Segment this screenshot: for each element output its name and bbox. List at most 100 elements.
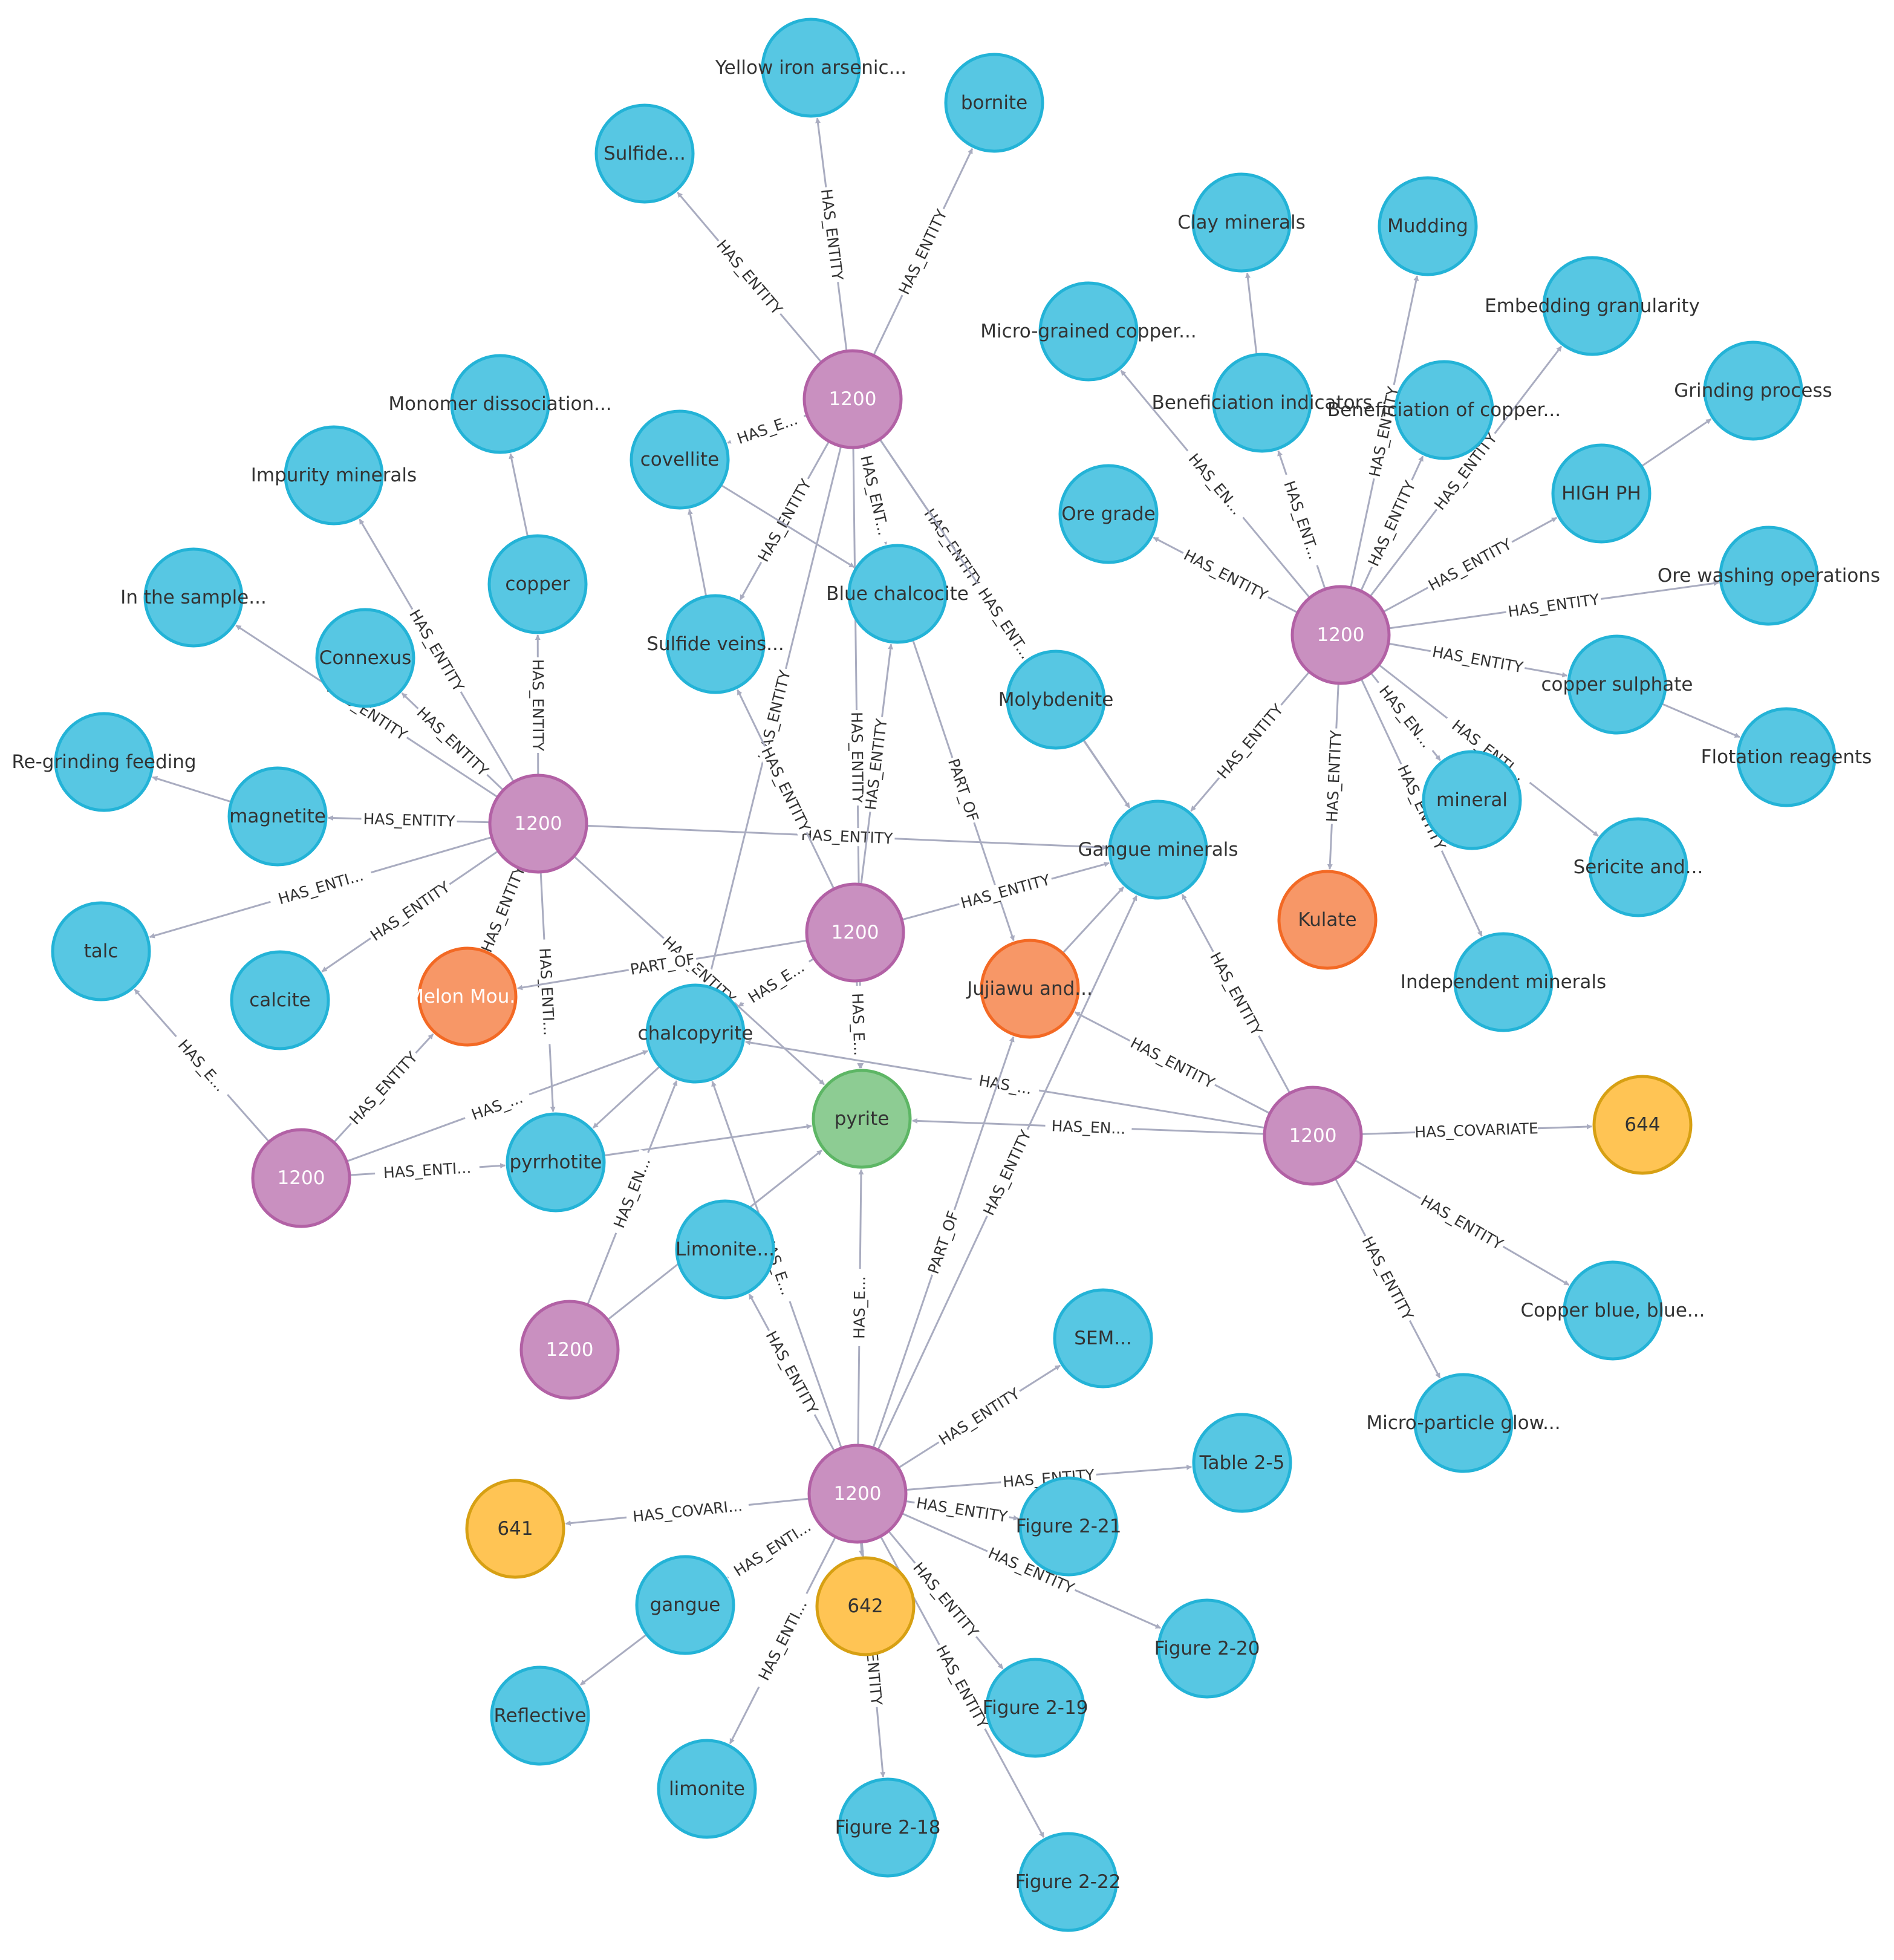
node-ore_grade[interactable]: Ore grade — [1058, 464, 1159, 564]
node-circle[interactable] — [1018, 1832, 1118, 1932]
node-circle[interactable] — [665, 594, 766, 694]
node-h_right2[interactable]: 1200 — [1263, 1086, 1363, 1186]
node-embedding[interactable]: Embedding granularity — [1485, 256, 1700, 356]
node-circle[interactable] — [1422, 750, 1522, 850]
node-circle[interactable] — [838, 1777, 938, 1878]
node-circle[interactable] — [1413, 1373, 1514, 1473]
node-n644[interactable]: 644 — [1592, 1075, 1693, 1175]
node-independent[interactable]: Independent minerals — [1401, 932, 1606, 1032]
node-gangue_minerals[interactable]: Gangue minerals — [1078, 799, 1238, 900]
node-circle[interactable] — [1703, 340, 1803, 441]
node-fig222[interactable]: Figure 2-22 — [1015, 1832, 1121, 1932]
node-fig221[interactable]: Figure 2-21 — [1016, 1476, 1122, 1577]
node-circle[interactable] — [1542, 256, 1642, 356]
node-copper_sulphate[interactable]: copper sulphate — [1541, 634, 1693, 735]
node-circle[interactable] — [815, 1556, 916, 1656]
node-n641[interactable]: 641 — [465, 1479, 565, 1579]
node-circle[interactable] — [657, 1739, 757, 1839]
node-circle[interactable] — [944, 53, 1044, 153]
node-reflective[interactable]: Reflective — [490, 1665, 590, 1766]
node-gangue[interactable]: gangue — [635, 1555, 735, 1655]
node-circle[interactable] — [980, 939, 1080, 1039]
node-circle[interactable] — [635, 1555, 735, 1655]
node-circle[interactable] — [1263, 1086, 1363, 1186]
node-circle[interactable] — [1006, 650, 1106, 750]
node-circle[interactable] — [594, 103, 695, 204]
node-circle[interactable] — [284, 425, 384, 526]
node-circle[interactable] — [805, 882, 905, 983]
node-regrinding[interactable]: Re-grinding feeding — [11, 712, 197, 812]
node-h_lc[interactable]: 1200 — [519, 1300, 620, 1400]
node-circle[interactable] — [1018, 1476, 1119, 1577]
node-pyrite[interactable]: pyrite — [812, 1069, 912, 1169]
node-n642[interactable]: 642 — [815, 1556, 916, 1656]
node-sericite[interactable]: Sericite and... — [1573, 817, 1704, 917]
node-circle[interactable] — [1108, 799, 1208, 900]
node-limonite_dots[interactable]: Limonite... — [675, 1199, 775, 1300]
node-circle[interactable] — [1394, 360, 1494, 460]
node-circle[interactable] — [54, 712, 154, 812]
node-micro_particle[interactable]: Micro-particle glow... — [1366, 1373, 1561, 1473]
node-benef_ind[interactable]: Beneficiation indicators — [1151, 353, 1373, 453]
node-melon[interactable]: Melon Mou... — [408, 946, 527, 1047]
node-molybdenite[interactable]: Molybdenite — [998, 650, 1114, 750]
node-jujiawu[interactable]: Jujiawu and... — [966, 939, 1093, 1039]
node-circle[interactable] — [1453, 932, 1554, 1032]
node-circle[interactable] — [985, 1658, 1085, 1758]
node-magnetite[interactable]: magnetite — [227, 766, 328, 867]
node-h_left[interactable]: 1200 — [488, 773, 588, 874]
node-circle[interactable] — [1192, 1413, 1292, 1513]
node-circle[interactable] — [1378, 176, 1478, 276]
node-copper_blue[interactable]: Copper blue, blue... — [1521, 1260, 1705, 1361]
node-circle[interactable] — [490, 1665, 590, 1766]
node-circle[interactable] — [675, 1199, 775, 1300]
node-copper[interactable]: copper — [487, 534, 588, 634]
node-circle[interactable] — [1038, 281, 1139, 382]
node-yellow_iron[interactable]: Yellow iron arsenic... — [715, 18, 906, 118]
node-circle[interactable] — [1551, 443, 1652, 544]
node-circle[interactable] — [450, 354, 550, 454]
node-circle[interactable] — [802, 349, 903, 449]
node-calcite[interactable]: calcite — [230, 950, 330, 1050]
node-circle[interactable] — [1592, 1075, 1693, 1175]
node-benef_copper[interactable]: Beneficiation of copper... — [1327, 360, 1561, 460]
node-circle[interactable] — [1191, 172, 1292, 273]
node-kulate[interactable]: Kulate — [1277, 870, 1378, 970]
node-h_bl[interactable]: 1200 — [251, 1128, 351, 1228]
node-circle[interactable] — [1290, 585, 1391, 685]
node-circle[interactable] — [1277, 870, 1378, 970]
node-circle[interactable] — [630, 409, 730, 510]
node-circle[interactable] — [1157, 1598, 1257, 1699]
node-circle[interactable] — [1058, 464, 1159, 564]
node-limonite[interactable]: limonite — [657, 1739, 757, 1839]
node-high_ph[interactable]: HIGH PH — [1551, 443, 1652, 544]
node-circle[interactable] — [227, 766, 328, 867]
node-circle[interactable] — [230, 950, 330, 1050]
node-circle[interactable] — [812, 1069, 912, 1169]
node-covellite[interactable]: covellite — [630, 409, 730, 510]
node-ore_washing[interactable]: Ore washing operations — [1658, 526, 1880, 626]
node-bornite[interactable]: bornite — [944, 53, 1044, 153]
node-circle[interactable] — [315, 608, 415, 708]
node-circle[interactable] — [645, 983, 746, 1084]
node-circle[interactable] — [1563, 1260, 1663, 1361]
node-circle[interactable] — [143, 547, 244, 648]
node-talc[interactable]: talc — [51, 901, 151, 1001]
node-chalcopyrite[interactable]: chalcopyrite — [638, 983, 753, 1084]
node-in_sample[interactable]: In the sample... — [120, 547, 267, 648]
node-circle[interactable] — [1053, 1288, 1153, 1389]
node-fig220[interactable]: Figure 2-20 — [1154, 1598, 1260, 1699]
node-pyrrhotite[interactable]: pyrrhotite — [506, 1112, 606, 1213]
node-sulfide_veins[interactable]: Sulfide veins... — [646, 594, 784, 694]
node-circle[interactable] — [251, 1128, 351, 1228]
node-mineral[interactable]: mineral — [1422, 750, 1522, 850]
node-blue_chalcocite[interactable]: Blue chalcocite — [826, 544, 969, 644]
node-fig219[interactable]: Figure 2-19 — [983, 1658, 1089, 1758]
node-circle[interactable] — [506, 1112, 606, 1213]
node-circle[interactable] — [807, 1444, 908, 1544]
node-micro_copper[interactable]: Micro-grained copper... — [980, 281, 1197, 382]
node-circle[interactable] — [51, 901, 151, 1001]
node-grinding[interactable]: Grinding process — [1674, 340, 1832, 441]
node-h_center[interactable]: 1200 — [805, 882, 905, 983]
node-h_bottom[interactable]: 1200 — [807, 1444, 908, 1544]
